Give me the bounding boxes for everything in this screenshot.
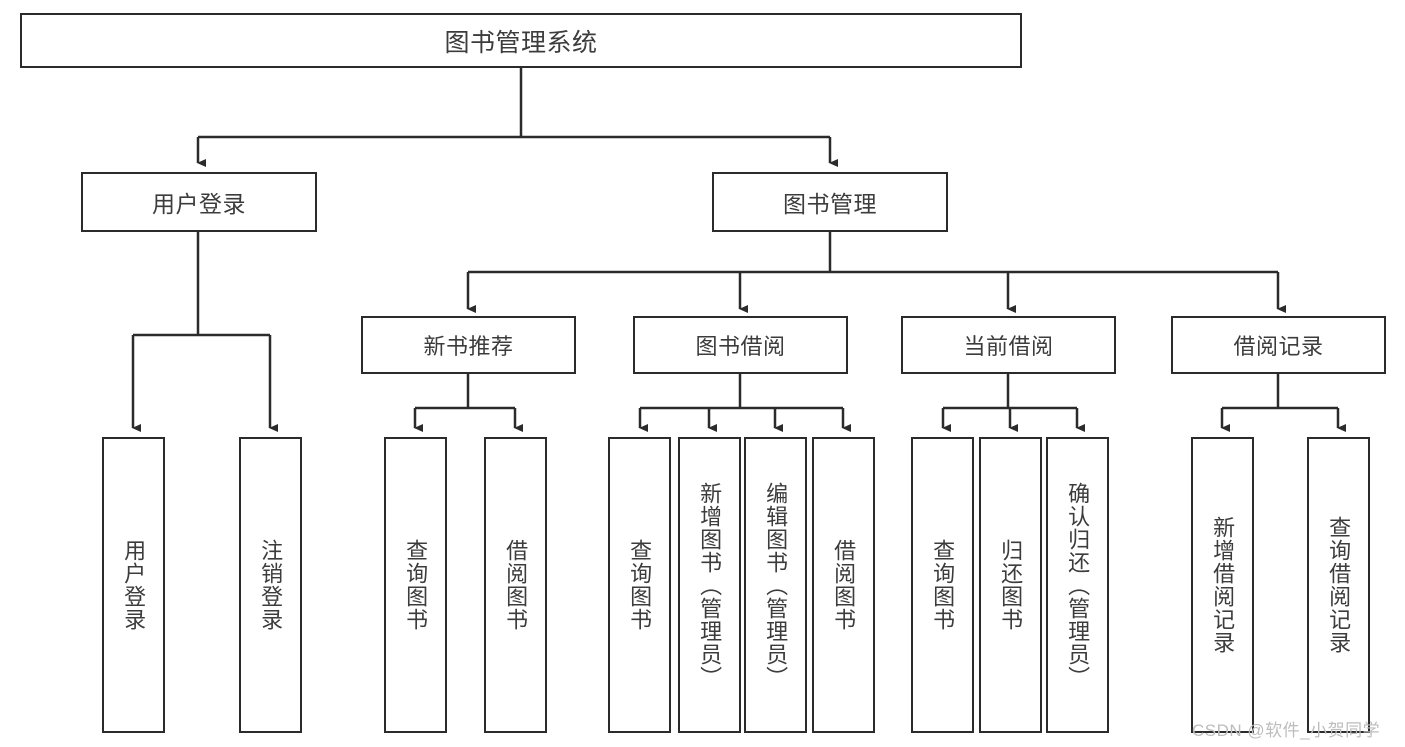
node-current-borrow-label: 当前借阅 [963,334,1054,359]
leaf-current-query-book-label: 查询图书 [930,539,956,631]
node-book-manage-label: 图书管理 [783,191,877,217]
leaf-user-login[interactable]: 用户登录 [102,437,165,733]
leaf-logout[interactable]: 注销登录 [239,437,302,733]
leaf-add-borrow-record-label: 新增借阅记录 [1210,516,1236,654]
node-current-borrow[interactable]: 当前借阅 [901,316,1116,374]
leaf-query-borrow-record-label: 查询借阅记录 [1326,516,1352,654]
leaf-add-book-admin-label: 新增图书（管理员） [697,481,723,689]
leaf-new-book-borrow[interactable]: 借阅图书 [484,437,547,733]
node-book-borrow[interactable]: 图书借阅 [633,316,848,374]
leaf-add-borrow-record[interactable]: 新增借阅记录 [1191,437,1254,733]
leaf-borrow-query-book[interactable]: 查询图书 [608,437,671,733]
leaf-new-book-query[interactable]: 查询图书 [384,437,447,733]
node-user-login-label: 用户登录 [152,191,246,217]
leaf-confirm-return-admin-label: 确认归还（管理员） [1065,481,1091,689]
csdn-watermark: CSDN @软件_小贺同学 [1192,721,1381,740]
leaf-return-book[interactable]: 归还图书 [979,437,1042,733]
leaf-edit-book-admin[interactable]: 编辑图书（管理员） [744,437,807,733]
leaf-borrow-query-book-label: 查询图书 [627,539,653,631]
node-new-book-recommend[interactable]: 新书推荐 [361,316,576,374]
node-borrow-record-label: 借阅记录 [1233,334,1324,359]
leaf-borrow-book-label: 借阅图书 [831,539,857,631]
leaf-confirm-return-admin[interactable]: 确认归还（管理员） [1046,437,1109,733]
leaf-borrow-book[interactable]: 借阅图书 [812,437,875,733]
node-root-label: 图书管理系统 [444,28,598,57]
leaf-new-book-query-label: 查询图书 [403,539,429,631]
leaf-logout-label: 注销登录 [258,539,284,631]
leaf-return-book-label: 归还图书 [998,539,1024,631]
node-borrow-record[interactable]: 借阅记录 [1171,316,1386,374]
node-root[interactable]: 图书管理系统 [20,13,1022,68]
node-user-login[interactable]: 用户登录 [81,172,317,232]
leaf-user-login-label: 用户登录 [121,539,147,631]
leaf-add-book-admin[interactable]: 新增图书（管理员） [678,437,741,733]
leaf-current-query-book[interactable]: 查询图书 [911,437,974,733]
node-new-book-recommend-label: 新书推荐 [423,334,514,359]
leaf-query-borrow-record[interactable]: 查询借阅记录 [1307,437,1370,733]
leaf-edit-book-admin-label: 编辑图书（管理员） [763,481,789,689]
node-book-manage[interactable]: 图书管理 [712,172,948,232]
leaf-new-book-borrow-label: 借阅图书 [503,539,529,631]
node-book-borrow-label: 图书借阅 [695,334,786,359]
